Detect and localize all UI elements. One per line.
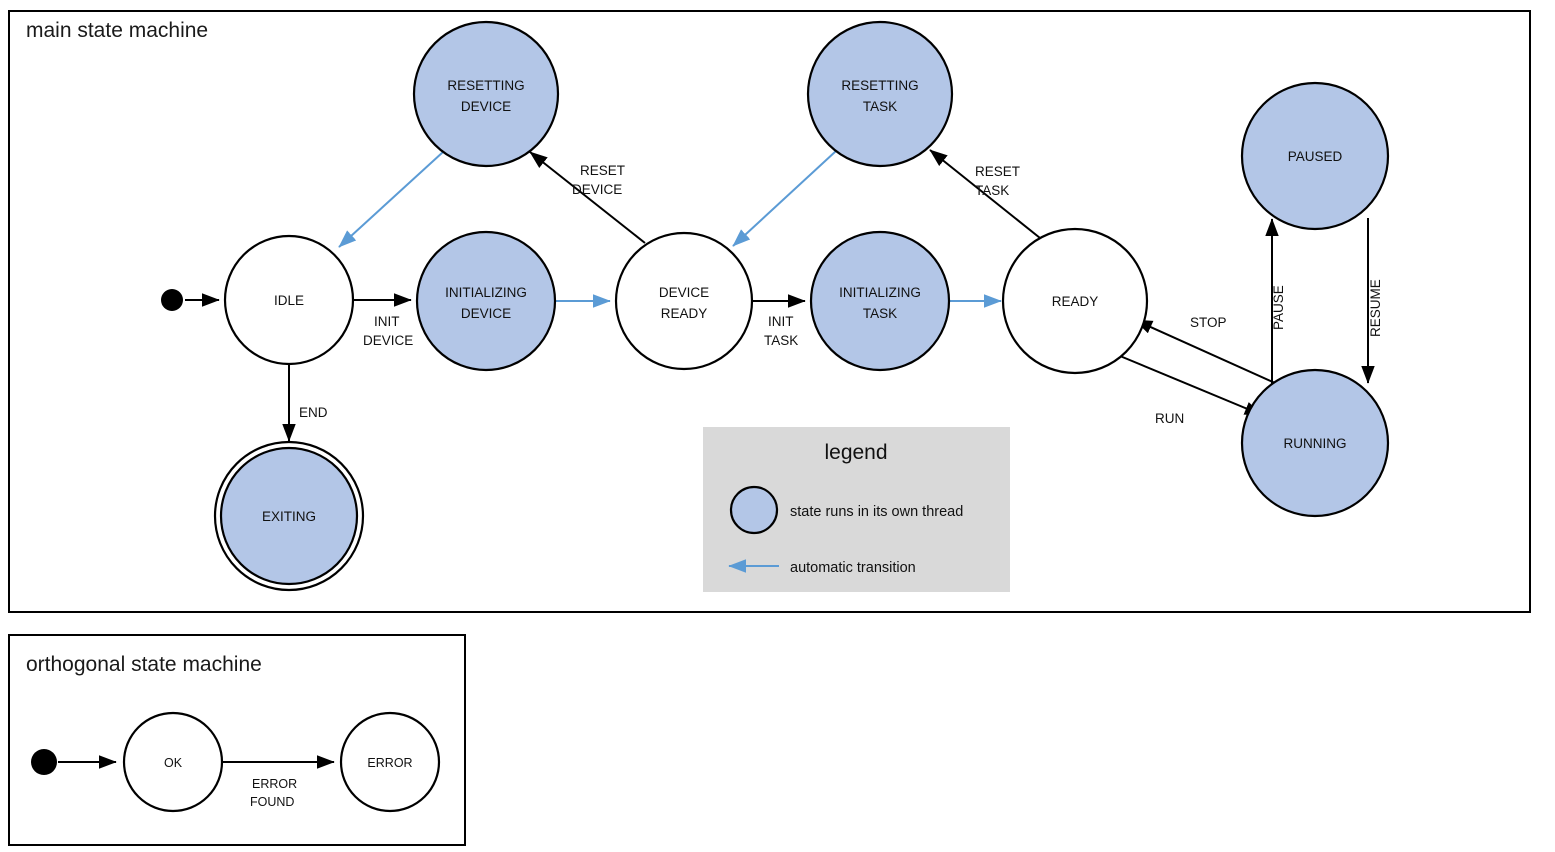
transition-device-ready-to-resetting-device <box>529 151 646 244</box>
edge-label-reset-task-line2: TASK <box>975 183 1009 198</box>
orthogonal-frame-title: orthogonal state machine <box>26 653 262 676</box>
state-initializing-task-label-line1: INITIALIZING <box>839 285 921 300</box>
state-resetting-device-label-line2: DEVICE <box>461 99 511 114</box>
legend-threaded-state-text: state runs in its own thread <box>790 504 963 520</box>
edge-label-error-found-line2: FOUND <box>250 795 294 809</box>
legend-threaded-state-icon <box>729 485 779 535</box>
edge-label-init-task-line1: INIT <box>768 314 794 329</box>
state-paused-label: PAUSED <box>1288 149 1343 164</box>
orthogonal-transition-labels: ERROR FOUND <box>250 777 297 809</box>
state-initializing-device-shape[interactable] <box>415 230 557 372</box>
state-device-ready-label-line2: READY <box>661 306 708 321</box>
main-transition-labels: INIT DEVICE END RESET DEVICE INIT TASK R… <box>299 163 1383 426</box>
state-ready-shape[interactable] <box>1001 227 1149 375</box>
initial-pseudostate-orthogonal <box>31 749 57 775</box>
transition-ready-to-resetting-task <box>929 149 1041 239</box>
transition-resetting-device-to-idle <box>338 151 444 248</box>
edge-label-pause: PAUSE <box>1271 285 1286 330</box>
state-ok-label: OK <box>164 756 183 770</box>
state-exiting-label: EXITING <box>262 509 316 524</box>
edge-label-end: END <box>299 405 328 420</box>
state-idle-label: IDLE <box>274 293 304 308</box>
state-running-label: RUNNING <box>1284 436 1347 451</box>
state-initializing-task-label-line2: TASK <box>863 306 897 321</box>
state-device-ready-shape[interactable] <box>614 231 754 371</box>
main-state-machine-frame: main state machine <box>8 10 1531 613</box>
transition-ready-to-running <box>1119 355 1263 416</box>
edge-label-init-device-line1: INIT <box>374 314 400 329</box>
state-ready[interactable]: READY <box>1001 227 1149 375</box>
state-device-ready-label-line1: DEVICE <box>659 285 709 300</box>
edge-label-init-device-line2: DEVICE <box>363 333 413 348</box>
main-frame-title: main state machine <box>26 19 208 42</box>
edge-label-stop: STOP <box>1190 315 1227 330</box>
state-ready-label: READY <box>1052 294 1099 309</box>
main-frame-border <box>8 10 1531 613</box>
state-idle-shape[interactable] <box>223 234 355 366</box>
orthogonal-frame-border <box>8 634 466 846</box>
main-transitions <box>185 149 1375 442</box>
legend-title: legend <box>824 441 887 464</box>
legend: legend state runs in its own thread auto… <box>703 427 1010 592</box>
edge-label-init-task-line2: TASK <box>764 333 798 348</box>
state-exiting-shape[interactable] <box>219 446 359 586</box>
initial-pseudostate-main <box>161 289 183 311</box>
state-idle[interactable]: IDLE <box>223 234 355 366</box>
state-resetting-task-label-line2: TASK <box>863 99 897 114</box>
state-running[interactable]: RUNNING <box>1240 368 1390 518</box>
state-initializing-device[interactable]: INITIALIZING DEVICE <box>415 230 557 372</box>
state-resetting-task-shape[interactable] <box>806 20 954 168</box>
edge-label-reset-device-line2: DEVICE <box>572 182 622 197</box>
orthogonal-state-machine-frame: orthogonal state machine <box>8 634 466 846</box>
state-device-ready[interactable]: DEVICE READY <box>614 231 754 371</box>
state-ok-shape[interactable] <box>122 711 224 813</box>
edge-label-reset-task-line1: RESET <box>975 164 1020 179</box>
state-paused-shape[interactable] <box>1240 81 1390 231</box>
edge-label-run: RUN <box>1155 411 1184 426</box>
main-states: IDLE RESETTING DEVICE INITIALIZING DEVIC… <box>213 20 1390 592</box>
state-resetting-task-label-line1: RESETTING <box>841 78 918 93</box>
edge-label-reset-device-line1: RESET <box>580 163 625 178</box>
state-resetting-device[interactable]: RESETTING DEVICE <box>412 20 560 168</box>
state-running-shape[interactable] <box>1240 368 1390 518</box>
transition-running-to-ready <box>1134 319 1276 384</box>
state-ok[interactable]: OK <box>122 711 224 813</box>
state-resetting-device-label-line1: RESETTING <box>447 78 524 93</box>
state-initializing-task-shape[interactable] <box>809 230 951 372</box>
state-initializing-device-label-line2: DEVICE <box>461 306 511 321</box>
orthogonal-states: OK ERROR <box>122 711 441 813</box>
state-resetting-device-shape[interactable] <box>412 20 560 168</box>
edge-label-resume: RESUME <box>1368 279 1383 337</box>
state-exiting[interactable]: EXITING <box>213 440 365 592</box>
state-initializing-task[interactable]: INITIALIZING TASK <box>809 230 951 372</box>
state-error-label: ERROR <box>367 756 412 770</box>
legend-auto-transition-text: automatic transition <box>790 560 916 576</box>
edge-label-error-found-line1: ERROR <box>252 777 297 791</box>
state-initializing-device-label-line1: INITIALIZING <box>445 285 527 300</box>
state-error-shape[interactable] <box>339 711 441 813</box>
state-error[interactable]: ERROR <box>339 711 441 813</box>
state-resetting-task[interactable]: RESETTING TASK <box>806 20 954 168</box>
transition-resetting-task-to-device-ready <box>732 150 837 247</box>
state-paused[interactable]: PAUSED <box>1240 81 1390 231</box>
